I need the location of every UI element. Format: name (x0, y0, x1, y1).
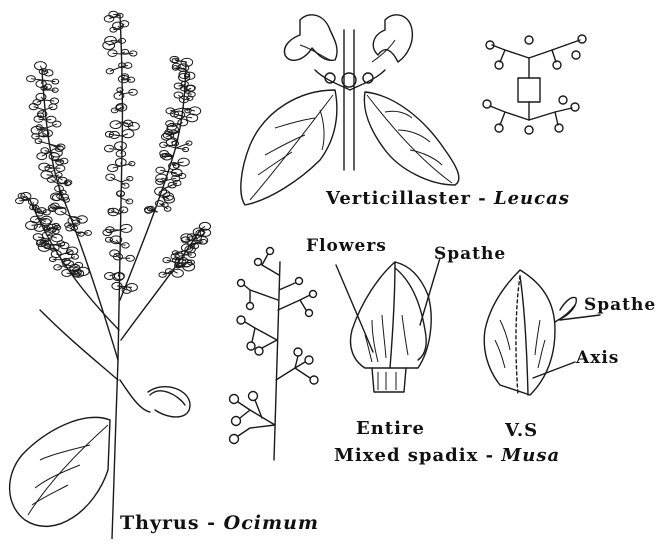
raceme-diagram-icon (230, 248, 319, 461)
flower-mark (120, 224, 132, 232)
verticillaster-label: Verticillaster - Leucas (326, 188, 570, 209)
entire-label: Entire (356, 418, 425, 439)
flower-mark (106, 67, 121, 74)
flower-mark (121, 177, 133, 182)
flower-mark (62, 198, 69, 203)
spadix-vs-icon (484, 270, 600, 395)
flower-mark (122, 161, 135, 166)
flower-mark (160, 204, 171, 211)
flower-mark (29, 104, 44, 110)
flower-mark (39, 163, 54, 171)
flower-mark (105, 36, 121, 44)
flower-mark (121, 198, 133, 204)
verticillaster-diagram-icon (483, 35, 586, 134)
flower-mark (181, 58, 193, 66)
flowers-label: Flowers (306, 236, 387, 256)
flower-clusters (15, 11, 210, 293)
flower-mark (182, 114, 198, 122)
flower-mark (172, 269, 183, 277)
flower-mark (176, 147, 189, 151)
spathe-entire-label: Spathe (434, 244, 506, 264)
spathe-vs-label: Spathe (584, 295, 656, 315)
flower-mark (54, 242, 69, 248)
ocimum-plant-icon (10, 11, 211, 539)
spadix-entire-icon (336, 258, 440, 392)
mixed-spadix-label: Mixed spadix - Musa (334, 445, 560, 466)
flower-mark (110, 121, 122, 129)
flower-mark (172, 140, 179, 146)
flower-mark (44, 98, 59, 104)
axis-label: Axis (576, 348, 619, 368)
leucas-verticillaster-icon (241, 15, 459, 205)
flower-mark (37, 152, 51, 160)
flower-mark (33, 100, 44, 105)
flower-mark (49, 153, 59, 160)
flower-mark (120, 21, 129, 28)
flower-mark (54, 165, 65, 171)
flower-mark (120, 243, 129, 248)
flower-mark (116, 191, 124, 198)
flower-mark (122, 130, 134, 138)
flower-mark (121, 182, 129, 188)
flower-mark (104, 15, 120, 22)
flower-mark (106, 174, 121, 182)
flower-mark (122, 120, 133, 127)
flower-mark (116, 150, 126, 157)
flower-mark (27, 76, 43, 82)
flower-mark (108, 50, 121, 57)
flower-mark (174, 111, 185, 119)
flower-mark (178, 119, 188, 126)
flower-mark (42, 232, 52, 239)
flower-mark (120, 255, 135, 261)
vs-label: V.S (505, 420, 538, 441)
flower-mark (35, 139, 49, 144)
flower-mark (114, 142, 126, 150)
thyrus-label: Thyrus - Ocimum (120, 512, 319, 534)
flower-mark (44, 104, 57, 110)
